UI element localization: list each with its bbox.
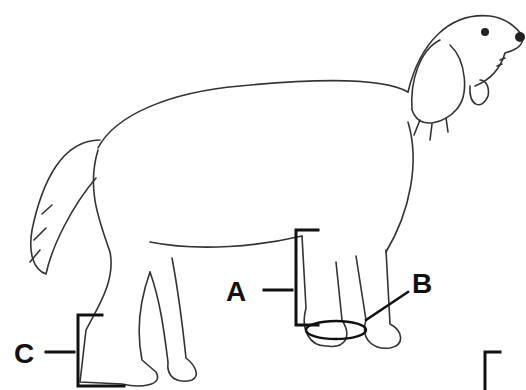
callout-letter: C xyxy=(14,340,34,368)
callout-letter: A xyxy=(226,278,246,306)
callout-letter: B xyxy=(412,270,432,298)
